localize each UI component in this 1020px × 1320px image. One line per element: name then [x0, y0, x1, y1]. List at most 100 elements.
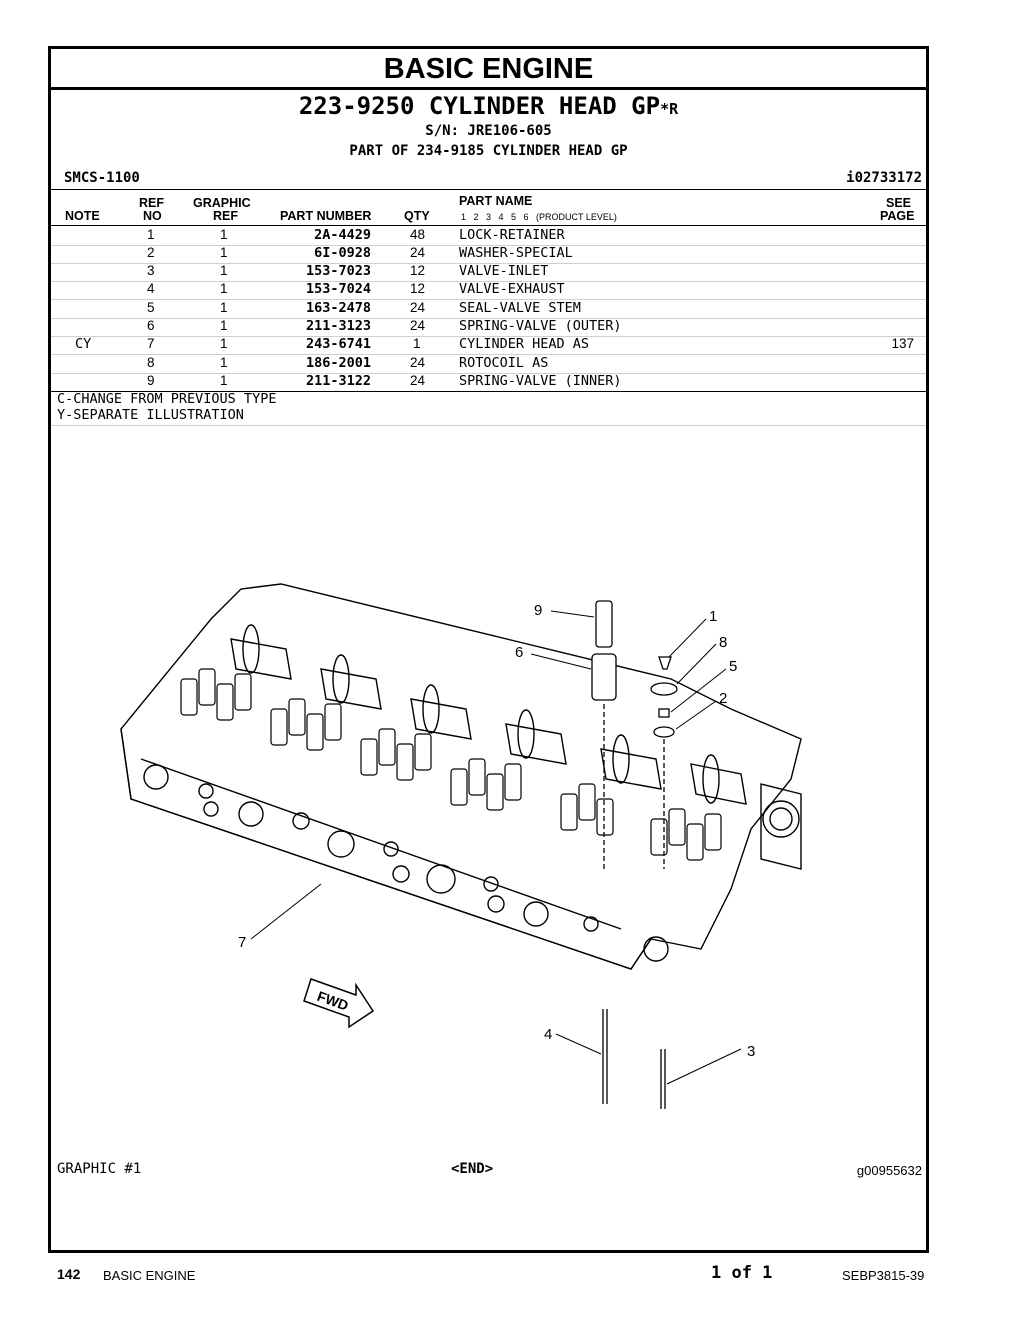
row-ref: 3	[147, 263, 155, 278]
row-see-page: 137	[891, 336, 914, 351]
part-of-line: PART OF 234-9185 CYLINDER HEAD GP	[349, 143, 628, 159]
group-title: 223-9250 CYLINDER HEAD GP*R	[51, 92, 926, 120]
row-qty: 24	[410, 373, 426, 388]
lock-retainer	[658, 656, 672, 670]
table-bottom-rule	[51, 391, 926, 392]
callout-7: 7	[238, 934, 246, 951]
graphic-id: g00955632	[856, 1163, 922, 1178]
row-divider	[51, 373, 926, 374]
row-part-name: CYLINDER HEAD AS	[459, 336, 590, 352]
row-divider	[51, 281, 926, 282]
spring-outer	[591, 653, 617, 701]
serial-number: S/N: JRE106-605	[425, 123, 552, 139]
header-part-number: PART NUMBER	[280, 209, 372, 223]
section-title: BASIC ENGINE	[51, 49, 926, 90]
header-product-levels: 1 2 3 4 5 6 (PRODUCT LEVEL)	[461, 212, 617, 222]
header-see-bottom: PAGE	[880, 209, 915, 223]
row-part-number: 153-7024	[305, 281, 371, 297]
row-part-name: SEAL-VALVE STEM	[459, 300, 581, 316]
row-graphic: 1	[220, 336, 228, 351]
header-see-top: SEE	[886, 196, 912, 210]
legend-separate: Y-SEPARATE ILLUSTRATION	[57, 407, 244, 423]
row-ref: 6	[147, 318, 155, 333]
row-part-name: LOCK-RETAINER	[459, 227, 565, 243]
cylinder-head-illustration: FWD 9 1 6 8 5 2 7 4 3	[120, 583, 802, 1109]
row-ref: 7	[147, 336, 155, 351]
row-part-number: 211-3122	[305, 373, 371, 389]
rotocoil	[650, 682, 678, 696]
document-id: i02733172	[846, 170, 922, 186]
footer-doc-code: SEBP3815-39	[842, 1268, 925, 1283]
table-top-rule	[51, 189, 926, 190]
row-part-name: SPRING-VALVE (OUTER)	[459, 318, 622, 334]
forward-arrow: FWD	[303, 978, 375, 1029]
row-graphic: 1	[220, 373, 228, 388]
header-note: NOTE	[65, 209, 100, 223]
row-part-number: 186-2001	[305, 355, 371, 371]
row-part-name: VALVE-INLET	[459, 263, 549, 279]
row-part-number: 243-6741	[305, 336, 371, 352]
row-divider	[51, 245, 926, 246]
callout-4: 4	[544, 1026, 552, 1043]
callouts: 9 1 6 8 5 2 7 4 3	[238, 602, 755, 1060]
row-graphic: 1	[220, 227, 228, 242]
row-graphic: 1	[220, 300, 228, 315]
row-divider	[51, 263, 926, 264]
row-ref: 5	[147, 300, 155, 315]
exploded-valve-parts	[591, 600, 678, 1109]
callout-6: 6	[515, 644, 523, 661]
row-graphic: 1	[220, 281, 228, 296]
row-divider	[51, 336, 926, 337]
row-part-number: 153-7023	[305, 263, 371, 279]
header-part-name: PART NAME	[459, 194, 533, 208]
footer-section: BASIC ENGINE	[103, 1268, 196, 1283]
row-part-name: VALVE-EXHAUST	[459, 281, 565, 297]
callout-3: 3	[747, 1043, 755, 1060]
valve-spring-clusters	[180, 668, 722, 861]
row-part-number: 211-3123	[305, 318, 371, 334]
legend-change: C-CHANGE FROM PREVIOUS TYPE	[57, 391, 277, 407]
header-ref-top: REF	[139, 196, 164, 210]
row-part-number: 6I-0928	[314, 245, 371, 261]
row-qty: 24	[410, 245, 426, 260]
row-ref: 4	[147, 281, 155, 296]
row-part-name: ROTOCOIL AS	[459, 355, 549, 371]
row-ref: 8	[147, 355, 155, 370]
row-note: CY	[75, 336, 92, 352]
callout-2: 2	[719, 690, 727, 707]
row-qty: 12	[410, 263, 426, 278]
special-washer	[653, 726, 675, 738]
row-graphic: 1	[220, 355, 228, 370]
row-qty: 24	[410, 300, 426, 315]
row-part-number: 2A-4429	[314, 227, 371, 243]
row-graphic: 1	[220, 245, 228, 260]
inlet-valve-stem	[660, 1049, 666, 1109]
row-qty: 12	[410, 281, 426, 296]
table-header-rule	[51, 225, 926, 226]
spring-inner	[595, 600, 613, 648]
row-qty: 1	[413, 336, 421, 351]
valve-stem-seal	[658, 708, 670, 718]
row-ref: 1	[147, 227, 155, 242]
row-qty: 24	[410, 355, 426, 370]
header-graphic-bottom: REF	[213, 209, 238, 223]
row-part-name: WASHER-SPECIAL	[459, 245, 573, 261]
graphic-label: GRAPHIC #1	[57, 1161, 142, 1177]
footer-pages: 1 of 1	[711, 1263, 773, 1283]
row-graphic: 1	[220, 318, 228, 333]
smcs-code: SMCS-1100	[64, 170, 140, 186]
row-qty: 48	[410, 227, 426, 242]
row-ref: 9	[147, 373, 155, 388]
end-marker: <END>	[451, 1161, 494, 1177]
row-graphic: 1	[220, 263, 228, 278]
row-ref: 2	[147, 245, 155, 260]
callout-8: 8	[719, 634, 727, 651]
row-divider	[51, 354, 926, 355]
legend-rule	[51, 425, 926, 426]
exhaust-valve-stem	[602, 1009, 608, 1104]
cylinder-head-body	[120, 583, 802, 970]
header-qty: QTY	[404, 209, 430, 223]
row-part-name: SPRING-VALVE (INNER)	[459, 373, 622, 389]
row-part-number: 163-2478	[305, 300, 371, 316]
row-divider	[51, 299, 926, 300]
